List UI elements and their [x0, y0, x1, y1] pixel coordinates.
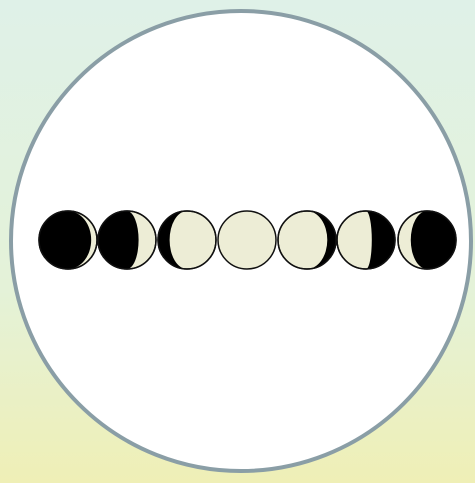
waning-gibbous-icon	[278, 211, 336, 269]
waxing-crescent-icon	[98, 211, 156, 269]
waning-gibbous-icon	[337, 211, 395, 269]
waxing-gibbous-icon	[158, 211, 216, 269]
waning-crescent-icon	[398, 211, 456, 269]
moon-lit-disc	[218, 211, 276, 269]
waxing-crescent-icon	[39, 211, 97, 269]
full-moon-icon	[218, 211, 276, 269]
